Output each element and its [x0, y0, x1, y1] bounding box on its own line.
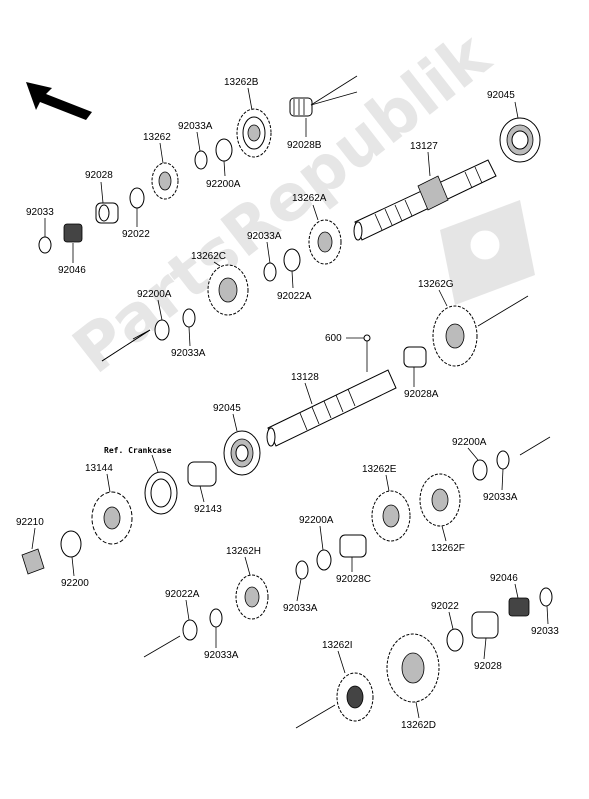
part-label[interactable]: 92028A [404, 389, 439, 400]
gear-13262a [308, 219, 342, 265]
snap-ring-92033a-1 [194, 150, 208, 170]
snap-ring-92033-1 [38, 236, 52, 254]
part-label[interactable]: 92200 [61, 578, 89, 589]
part-label[interactable]: 92033A [178, 121, 213, 132]
gear-watermark-icon [440, 200, 535, 305]
part-label[interactable]: 92033A [204, 650, 239, 661]
collar-92143 [187, 461, 217, 487]
bearing-92045-upper [499, 117, 541, 163]
oil-seal [144, 471, 178, 515]
needle-bearing-92028b [289, 97, 313, 117]
part-label[interactable]: 92200A [452, 437, 487, 448]
part-label[interactable]: 13262B [224, 77, 259, 88]
part-label[interactable]: 92022 [122, 229, 150, 240]
part-label[interactable]: 92045 [487, 90, 515, 101]
part-label[interactable]: 13127 [410, 141, 438, 152]
part-label[interactable]: 13262H [226, 546, 262, 557]
snap-ring-92033a-3 [182, 308, 196, 328]
shaft-13127 [353, 159, 497, 241]
part-label[interactable]: 13262I [322, 640, 353, 651]
part-label[interactable]: 92028B [287, 140, 322, 151]
needle-bearing-92028c [339, 534, 367, 558]
washer-92200a-1 [215, 138, 233, 162]
part-label[interactable]: 92046 [490, 573, 518, 584]
sprocket-13144 [91, 491, 133, 545]
washer-92022a-1 [283, 248, 301, 272]
snap-ring-92033a-5 [295, 560, 309, 580]
gear-13262h [235, 574, 269, 620]
part-label[interactable]: 13262A [292, 193, 327, 204]
part-label[interactable]: 13262D [401, 720, 437, 731]
part-label[interactable]: 13144 [85, 463, 113, 474]
part-label[interactable]: 92022A [165, 589, 200, 600]
gear-13262c [207, 264, 249, 316]
snap-ring-92033a-4 [496, 450, 510, 470]
gear-13262g [432, 305, 478, 367]
part-label[interactable]: 92022 [431, 601, 459, 612]
part-label[interactable]: 13262 [143, 132, 171, 143]
shaft-13128 [266, 334, 397, 447]
snap-ring-92033a-2 [263, 262, 277, 282]
collar-92028-lower [471, 611, 499, 639]
snap-ring-92033-2 [539, 587, 553, 607]
gear-13262d [386, 633, 440, 703]
needle-bearing-92046-1 [63, 223, 83, 243]
part-label[interactable]: 92028C [336, 574, 372, 585]
part-label[interactable]: 92046 [58, 265, 86, 276]
part-label[interactable]: 92022A [277, 291, 312, 302]
part-label[interactable]: 13262F [431, 543, 465, 554]
washer-92200 [60, 530, 82, 558]
part-label[interactable]: 92033A [283, 603, 318, 614]
part-label[interactable]: 13262C [191, 251, 227, 262]
part-label[interactable]: 92200A [299, 515, 334, 526]
gear-13262f [419, 473, 461, 527]
gear-13262 [151, 162, 179, 200]
part-label[interactable]: 92200A [137, 289, 172, 300]
needle-bearing-92046-2 [508, 597, 530, 617]
ref-crankcase-note: Ref. Crankcase [104, 446, 172, 455]
needle-bearing-92028 [95, 202, 119, 224]
direction-arrow-icon [26, 82, 92, 120]
gear-13262i [336, 672, 374, 722]
part-label[interactable]: 92143 [194, 504, 222, 515]
nut-92210 [21, 548, 45, 575]
snap-ring-92033a-6 [209, 608, 223, 628]
part-label[interactable]: 92045 [213, 403, 241, 414]
gear-13262e [371, 490, 411, 542]
part-label[interactable]: 13262G [418, 279, 454, 290]
washer-92200a-4 [316, 549, 332, 571]
needle-bearing-92028a [403, 346, 427, 368]
part-label[interactable]: 92033A [171, 348, 206, 359]
part-label[interactable]: 13262E [362, 464, 397, 475]
part-label[interactable]: 92210 [16, 517, 44, 528]
part-label[interactable]: 600 [325, 333, 342, 344]
part-label[interactable]: 92033A [247, 231, 282, 242]
washer-92022-1 [129, 187, 145, 209]
part-label[interactable]: 92033A [483, 492, 518, 503]
washer-92022-2 [446, 628, 464, 652]
part-label[interactable]: 13128 [291, 372, 319, 383]
part-label[interactable]: 92033 [26, 207, 54, 218]
gear-13262b [236, 108, 272, 158]
bearing-92045-lower [223, 430, 261, 476]
part-label[interactable]: 92028 [474, 661, 502, 672]
washer-92022a-2 [182, 619, 198, 641]
part-label[interactable]: 92200A [206, 179, 241, 190]
part-label[interactable]: 92028 [85, 170, 113, 181]
washer-92200a-3 [472, 459, 488, 481]
part-label[interactable]: 92033 [531, 626, 559, 637]
leader-lines [31, 75, 549, 719]
washer-92200a-2 [154, 319, 170, 341]
